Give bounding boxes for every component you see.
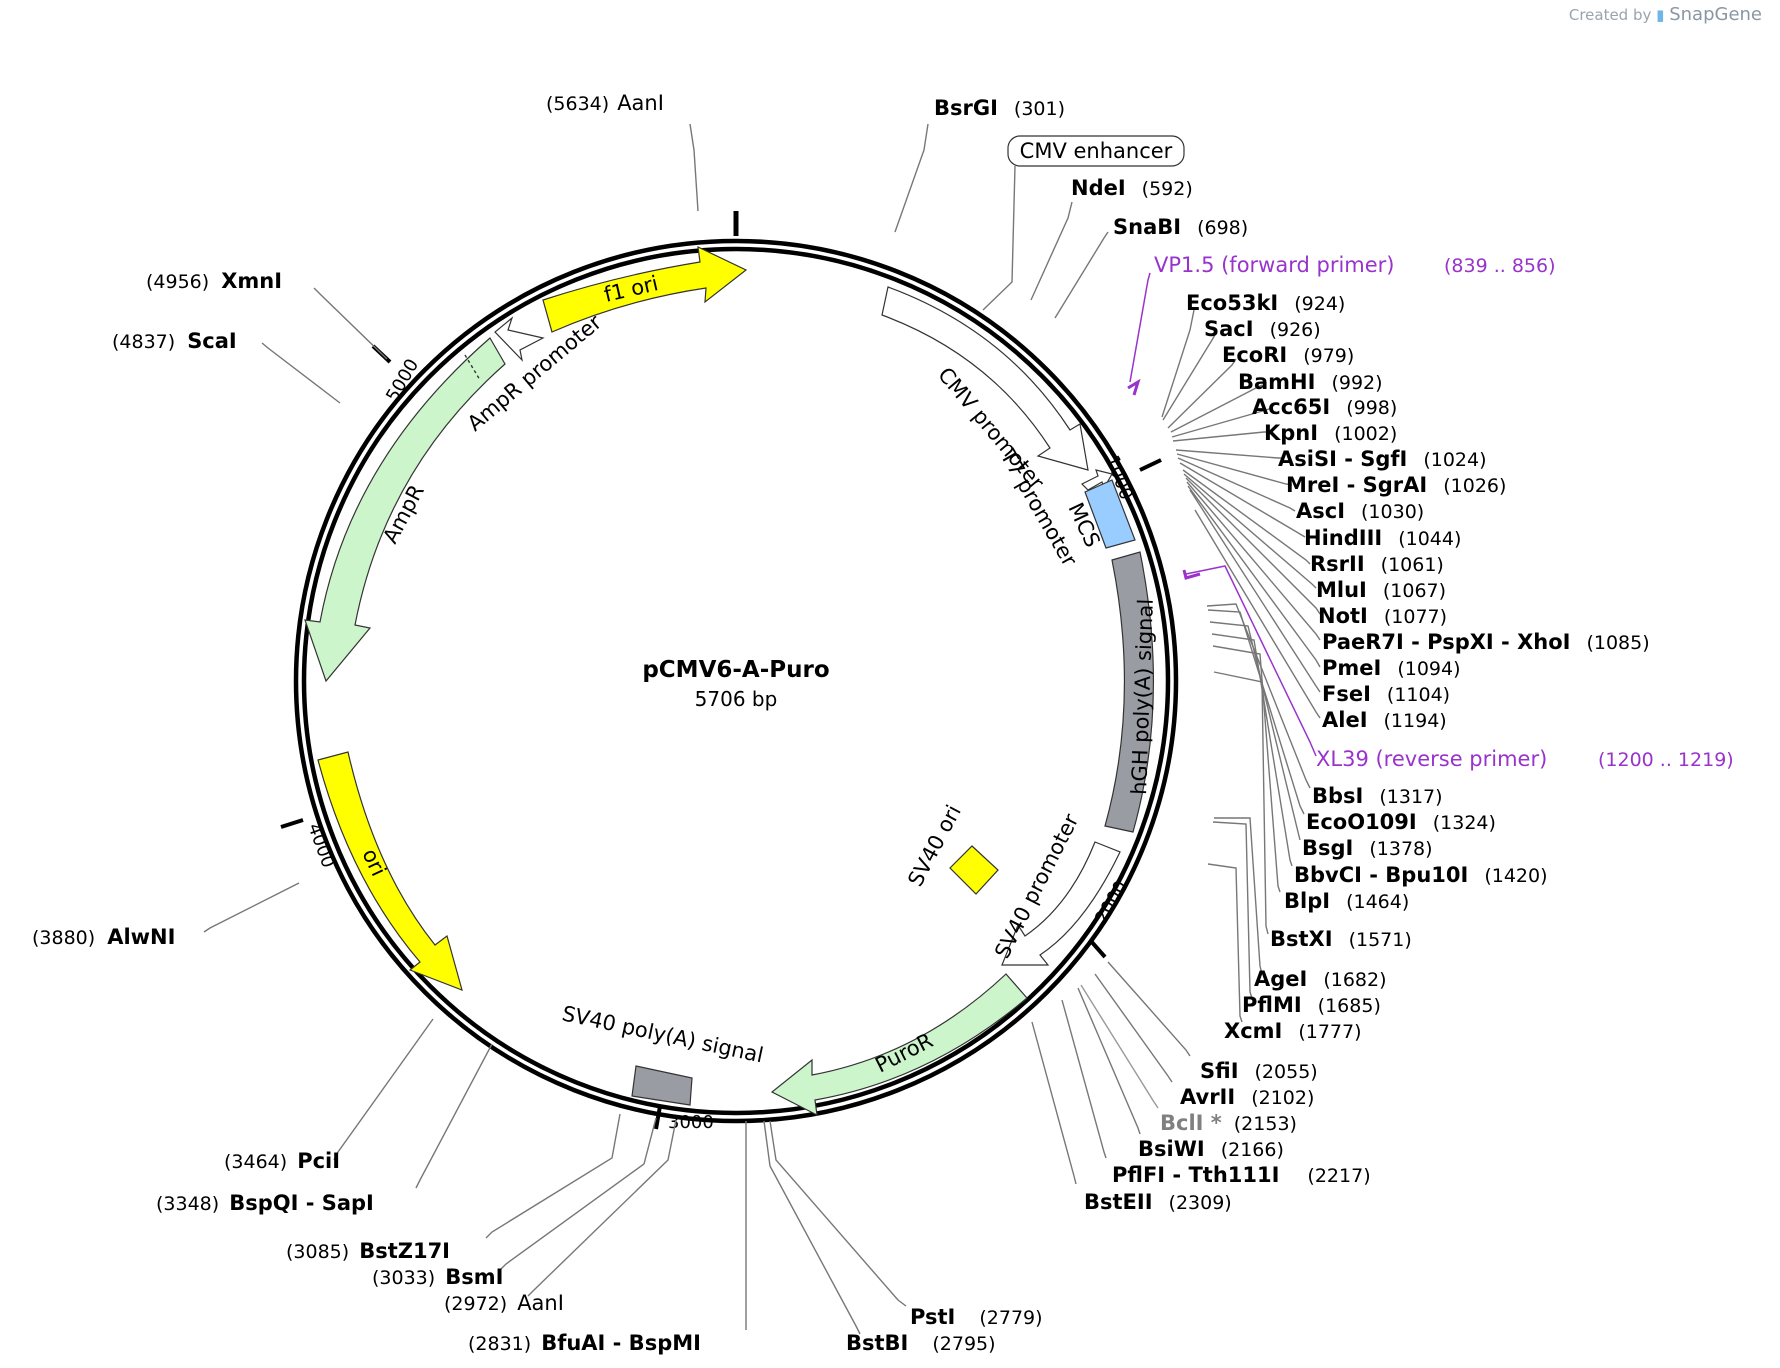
site-mrei-sgrai[interactable]: MreI - SgrAI(1026) xyxy=(1286,473,1506,497)
feature-label-sv40-polya-signal: SV40 poly(A) signal xyxy=(560,1001,766,1067)
credit-prefix: Created by xyxy=(1568,6,1652,24)
site-sfii[interactable]: SfiI(2055) xyxy=(1200,1059,1318,1083)
site-paer7i-pspxi-xhoi[interactable]: PaeR7I - PspXI - XhoI(1085) xyxy=(1322,630,1650,654)
plasmid-name: pCMV6-A-Puro xyxy=(642,657,829,683)
site-bsmi[interactable]: (3033)BsmI xyxy=(372,1265,503,1289)
plasmid-backbone xyxy=(293,238,1179,1124)
site-bcli[interactable]: BclI *(2153) xyxy=(1160,1111,1297,1135)
credit-brand: SnapGene xyxy=(1669,4,1762,25)
site-pcii[interactable]: (3464)PciI xyxy=(224,1149,340,1173)
site-mlui[interactable]: MluI(1067) xyxy=(1316,578,1446,602)
site-pflmi[interactable]: PflMI(1685) xyxy=(1242,993,1381,1017)
site-bstbi[interactable]: BstBI(2795) xyxy=(846,1331,996,1355)
feature-cmv-enhancer[interactable]: CMV enhancer xyxy=(982,135,1185,311)
site-ecoo109i[interactable]: EcoO109I(1324) xyxy=(1306,810,1496,834)
site-eco53ki[interactable]: Eco53kI(924) xyxy=(1186,291,1345,315)
site-psti[interactable]: PstI(2779) xyxy=(910,1305,1043,1329)
site-ecori[interactable]: EcoRI(979) xyxy=(1222,343,1354,367)
site-ndei[interactable]: NdeI(592) xyxy=(1071,176,1193,200)
site-alwni[interactable]: (3880)AlwNI xyxy=(32,925,175,949)
feature-puror[interactable]: PuroR xyxy=(770,973,1028,1117)
feature-sv40-ori[interactable]: SV40 ori xyxy=(903,801,999,895)
site-fsei[interactable]: FseI(1104) xyxy=(1322,682,1450,706)
site-bsteii[interactable]: BstEII(2309) xyxy=(1084,1190,1232,1214)
site-bstxi[interactable]: BstXI(1571) xyxy=(1270,927,1412,951)
site-bbsi[interactable]: BbsI(1317) xyxy=(1312,784,1443,808)
site-bspqi-sapi[interactable]: (3348)BspQI - SapI xyxy=(156,1191,374,1215)
site-hindiii[interactable]: HindIII(1044) xyxy=(1304,526,1461,550)
tick-3000: 3000 xyxy=(654,1105,714,1133)
site-acc65i[interactable]: Acc65I(998) xyxy=(1252,395,1397,419)
feature-sv40-promoter[interactable]: SV40 promoter xyxy=(990,810,1121,966)
site-asisi-sgfi[interactable]: AsiSI - SgfI(1024) xyxy=(1278,447,1487,471)
site-scai[interactable]: (4837)ScaI xyxy=(112,329,237,353)
feature-hgh-polya-signal[interactable]: hGH poly(A) signal xyxy=(1104,551,1158,833)
site-asci[interactable]: AscI(1030) xyxy=(1296,499,1424,523)
site-agei[interactable]: AgeI(1682) xyxy=(1254,967,1387,991)
site-aani-2972[interactable]: (2972)AanI xyxy=(444,1291,564,1315)
site-bsgi[interactable]: BsgI(1378) xyxy=(1302,836,1433,860)
site-bbvci-bpu10i[interactable]: BbvCI - Bpu10I(1420) xyxy=(1294,863,1548,887)
primer-vp15-name: VP1.5 (forward primer) xyxy=(1154,253,1395,277)
primer-xl39[interactable]: XL39 (reverse primer) (1200 .. 1219) xyxy=(1182,565,1734,771)
site-aani-5634[interactable]: (5634)AanI xyxy=(546,91,664,115)
site-alei[interactable]: AleI(1194) xyxy=(1322,708,1447,732)
site-bamhi[interactable]: BamHI(992) xyxy=(1238,370,1383,394)
plasmid-size: 5706 bp xyxy=(695,687,778,711)
site-saci[interactable]: SacI(926) xyxy=(1204,317,1321,341)
site-bsrgi[interactable]: BsrGI(301) xyxy=(934,96,1065,120)
feature-label-sv40-ori: SV40 ori xyxy=(903,801,966,890)
site-xcmi[interactable]: XcmI(1777) xyxy=(1224,1019,1362,1043)
site-bfuai-bspmi[interactable]: (2831)BfuAI - BspMI xyxy=(468,1331,701,1355)
site-blpi[interactable]: BlpI(1464) xyxy=(1284,889,1409,913)
site-snabi[interactable]: SnaBI(698) xyxy=(1113,215,1248,239)
primer-xl39-range: (1200 .. 1219) xyxy=(1598,749,1734,771)
snapgene-credit: Created by ▮ SnapGene xyxy=(1569,4,1762,25)
site-bsiwi[interactable]: BsiWI(2166) xyxy=(1138,1137,1284,1161)
tick-label-3000: 3000 xyxy=(668,1112,714,1133)
site-pmei[interactable]: PmeI(1094) xyxy=(1322,656,1461,680)
snapgene-logo-icon: ▮ xyxy=(1656,6,1665,24)
feature-label-cmv-enhancer: CMV enhancer xyxy=(1020,139,1173,163)
feature-ori[interactable]: ori xyxy=(317,751,463,991)
site-rsrii[interactable]: RsrII(1061) xyxy=(1310,552,1444,576)
primer-xl39-name: XL39 (reverse primer) xyxy=(1316,747,1547,771)
site-leaders xyxy=(203,123,1321,1335)
site-avrii[interactable]: AvrII(2102) xyxy=(1180,1085,1314,1109)
primer-vp15[interactable]: VP1.5 (forward primer) (839 .. 856) xyxy=(1127,253,1556,396)
site-xmni[interactable]: (4956)XmnI xyxy=(146,269,282,293)
site-kpni[interactable]: KpnI(1002) xyxy=(1264,421,1397,445)
tick-5000: 5000 xyxy=(371,344,423,406)
site-bstz17i[interactable]: (3085)BstZ17I xyxy=(286,1239,450,1263)
primer-vp15-range: (839 .. 856) xyxy=(1444,255,1556,277)
site-noti[interactable]: NotI(1077) xyxy=(1318,604,1447,628)
site-pflfi-tth111i[interactable]: PflFI - Tth111I(2217) xyxy=(1112,1163,1371,1187)
site-labels: (5634)AanI BsrGI(301) NdeI(592) SnaBI(69… xyxy=(32,91,1650,1355)
tick-label-4000: 4000 xyxy=(303,821,338,871)
